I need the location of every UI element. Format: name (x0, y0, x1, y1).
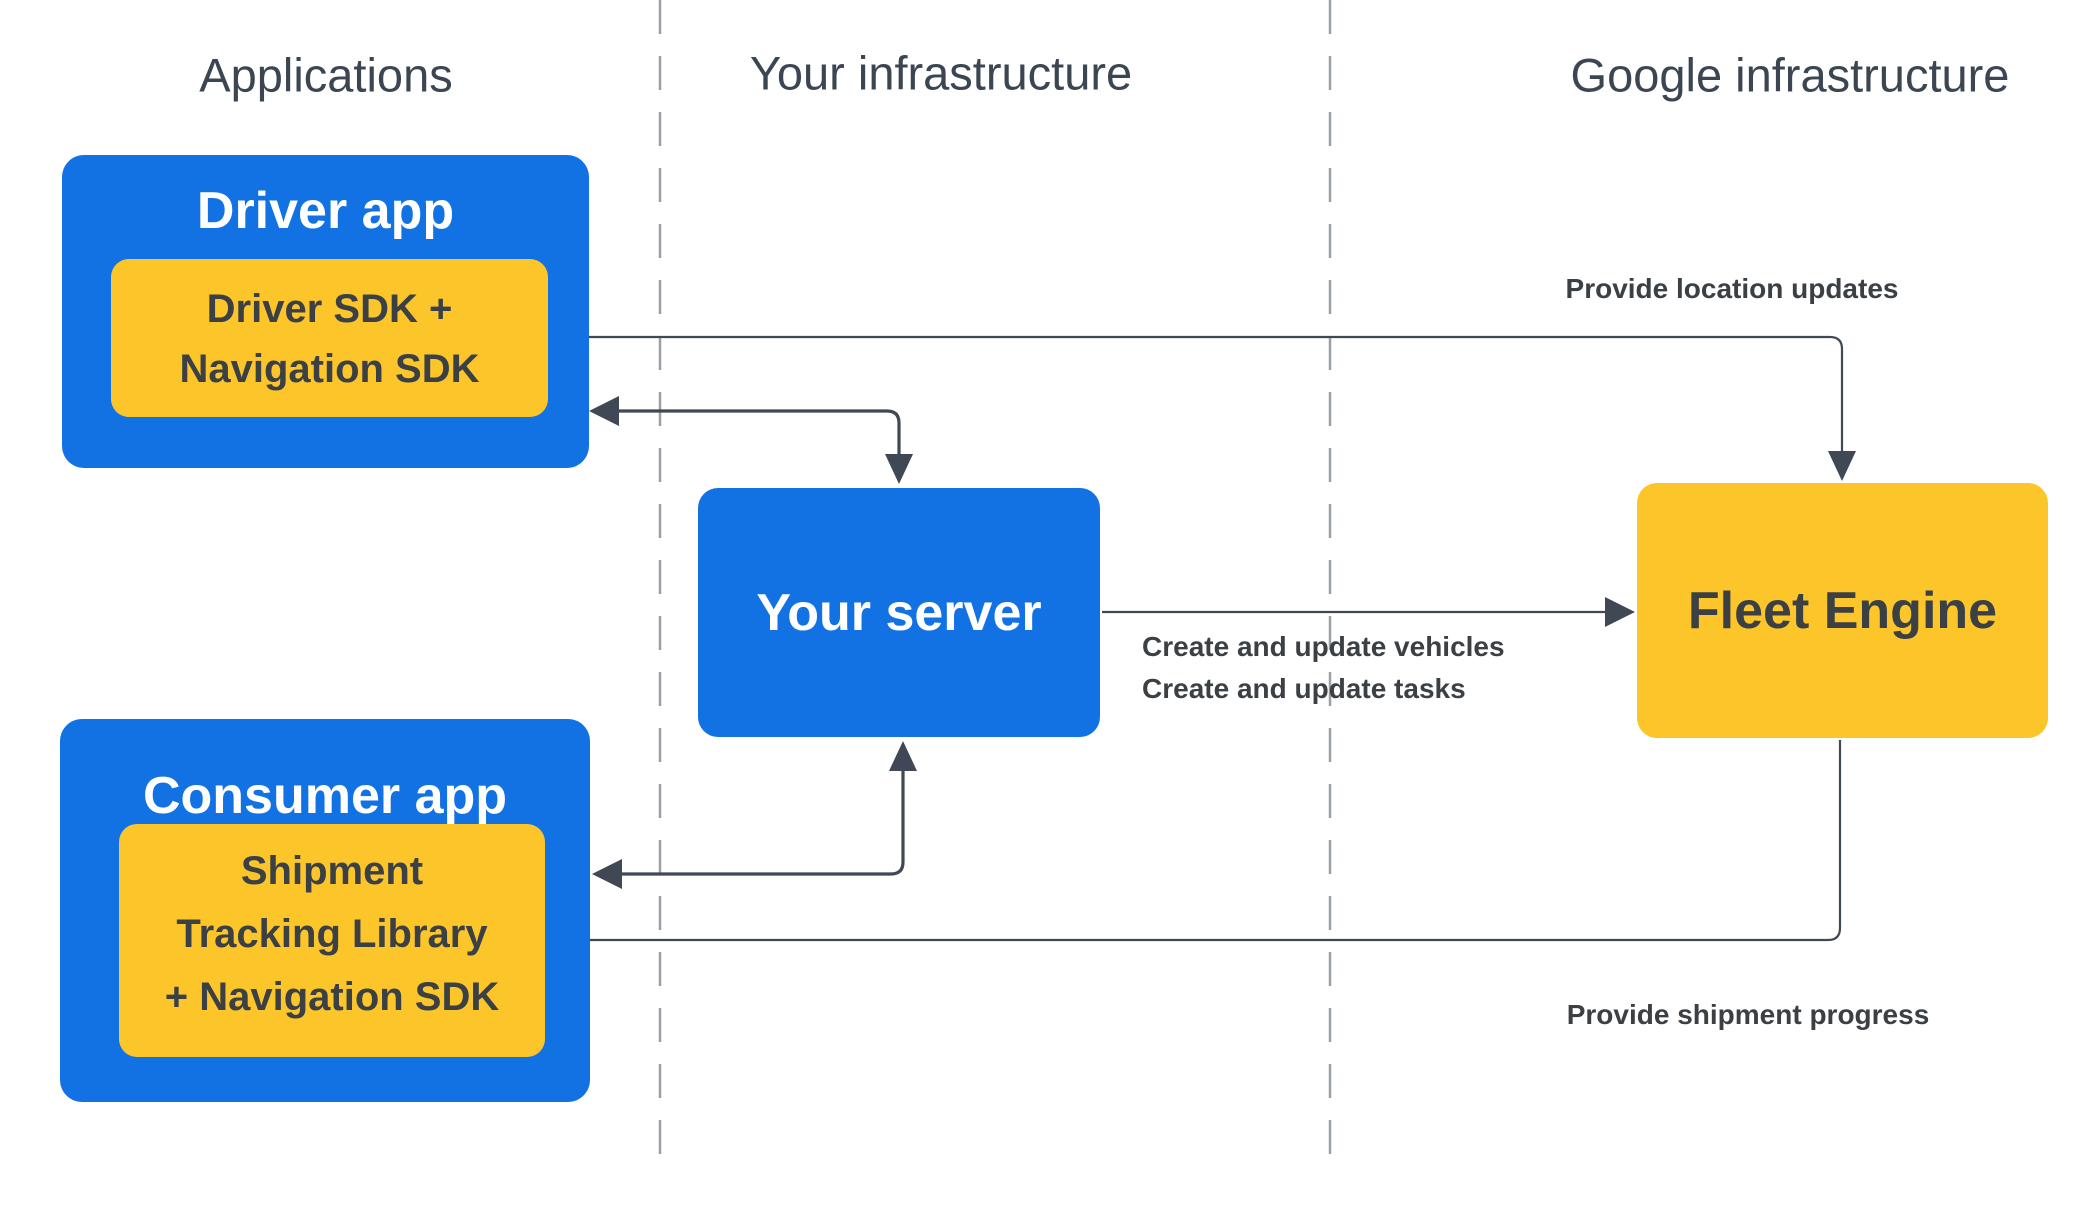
driver-sdk-line-1: Driver SDK + (206, 287, 453, 331)
shipment-library-line-2: Tracking Library (176, 912, 488, 956)
column-header-applications: Applications (199, 48, 453, 102)
edge-create-and-update (1102, 597, 1635, 627)
node-driver-sdk: Driver SDK + Navigation SDK (111, 259, 548, 417)
driver-app-title: Driver app (196, 182, 455, 240)
arrowhead-into-your-server-top (885, 454, 913, 484)
label-create-update-tasks: Create and update tasks (1142, 673, 1466, 704)
arrowhead-into-fleet-engine-top (1828, 451, 1856, 481)
edge-consumer-app-your-server (592, 741, 917, 889)
arrowhead-into-driver-app (589, 396, 619, 426)
edge-provide-location-updates (548, 323, 1856, 481)
label-create-update-vehicles: Create and update vehicles (1142, 631, 1505, 662)
arrowhead-into-fleet-engine-left (1605, 597, 1635, 627)
arrowhead-into-consumer-app (592, 859, 622, 889)
label-provide-location-updates: Provide location updates (1565, 273, 1899, 304)
fleet-engine-title: Fleet Engine (1687, 581, 1998, 640)
edge-provide-shipment-progress (547, 740, 1842, 955)
node-consumer-app: Consumer app Shipment Tracking Library +… (60, 719, 590, 1102)
node-shipment-tracking-library: Shipment Tracking Library + Navigation S… (119, 824, 545, 1057)
driver-sdk-line-2: Navigation SDK (179, 347, 480, 391)
shipment-library-line-3: + Navigation SDK (164, 975, 500, 1019)
consumer-app-title: Consumer app (142, 767, 508, 825)
label-provide-shipment-progress: Provide shipment progress (1566, 999, 1930, 1030)
arrowhead-into-your-server-bottom (889, 741, 917, 771)
shipment-library-line-1: Shipment (240, 849, 424, 893)
node-your-server: Your server (698, 488, 1100, 737)
your-server-title: Your server (756, 583, 1042, 642)
edge-driver-app-your-server (589, 396, 913, 484)
column-header-your-infrastructure: Your infrastructure (749, 46, 1133, 100)
node-driver-app: Driver app Driver SDK + Navigation SDK (62, 155, 589, 468)
node-fleet-engine: Fleet Engine (1637, 483, 2048, 738)
column-header-google-infrastructure: Google infrastructure (1570, 48, 2010, 102)
label-create-and-update: Create and update vehicles Create and up… (1142, 626, 1505, 710)
